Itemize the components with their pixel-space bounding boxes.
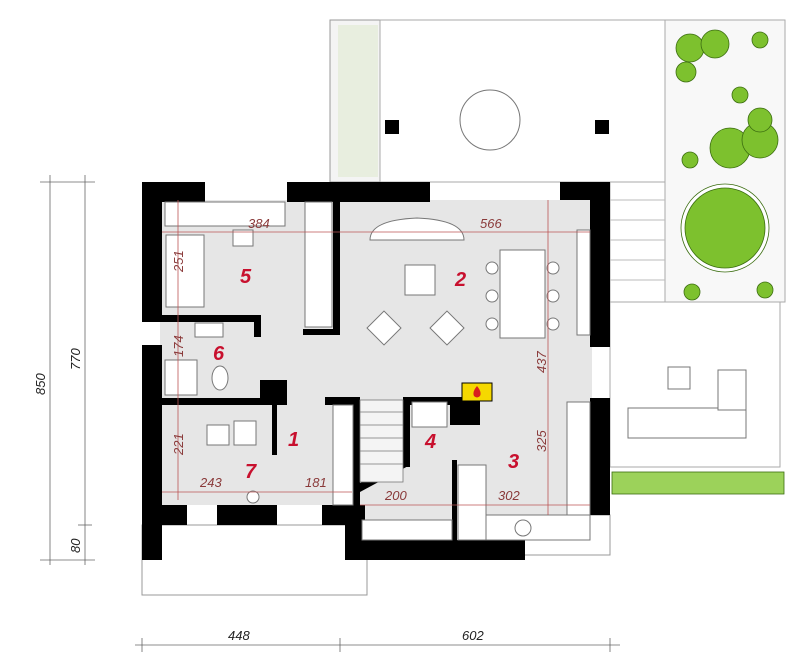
round-table: [459, 89, 521, 151]
dim-room4-width: 200: [384, 488, 407, 503]
wardrobe-hall: [332, 404, 354, 506]
sofa-living: [369, 217, 465, 241]
wardrobe: [304, 201, 333, 328]
column: [385, 120, 399, 134]
furniture: [164, 201, 591, 541]
entrance-porch: [141, 524, 368, 596]
room-number-6: 6: [213, 343, 225, 365]
pouf: [404, 264, 436, 296]
kitchen-cabinets: [566, 401, 591, 516]
armchair: [366, 310, 402, 346]
dim-room3-width: 302: [498, 488, 520, 503]
room-number-7: 7: [245, 461, 257, 483]
room-number-2: 2: [454, 269, 466, 291]
fireplace: [461, 382, 493, 402]
stairs: [359, 399, 404, 483]
shower: [164, 359, 198, 396]
room-number-3: 3: [508, 451, 519, 473]
dim-width-left: 448: [228, 628, 250, 643]
sofa-room5: [165, 234, 205, 308]
kitchen-counter: [485, 514, 591, 541]
dim-overall-depth: 850: [33, 373, 48, 395]
toilet: [211, 365, 229, 391]
dining-table: [499, 249, 546, 339]
walls: [142, 182, 610, 560]
room-number-4: 4: [424, 431, 436, 453]
dim-width-right: 602: [462, 628, 484, 643]
outdoor-table: [667, 366, 691, 390]
dim-room2-depth: 437: [534, 351, 549, 373]
outdoor-sofa: [717, 369, 747, 411]
dim-room7-width: 243: [199, 475, 222, 490]
dimension-lines: [40, 175, 620, 652]
column: [595, 120, 609, 134]
room-number-1: 1: [288, 429, 299, 451]
dim-room1-width: 181: [305, 475, 327, 490]
washbasin: [194, 322, 224, 338]
outdoor-sofa: [627, 407, 747, 439]
dim-body-depth: 770: [68, 348, 83, 370]
sink: [514, 519, 532, 537]
stove: [457, 464, 487, 541]
dim-room3-depth: 325: [534, 430, 549, 452]
room-number-5: 5: [240, 266, 252, 288]
dim-room2-width: 566: [480, 216, 502, 231]
dim-room7-depth: 221: [171, 433, 186, 456]
dim-porch-depth: 80: [68, 538, 83, 553]
greenery: [338, 25, 785, 495]
dim-room6-depth: 174: [171, 335, 186, 357]
armchair: [429, 310, 465, 346]
dim-room5-depth: 251: [171, 250, 186, 273]
dim-room5-width: 384: [248, 216, 270, 231]
